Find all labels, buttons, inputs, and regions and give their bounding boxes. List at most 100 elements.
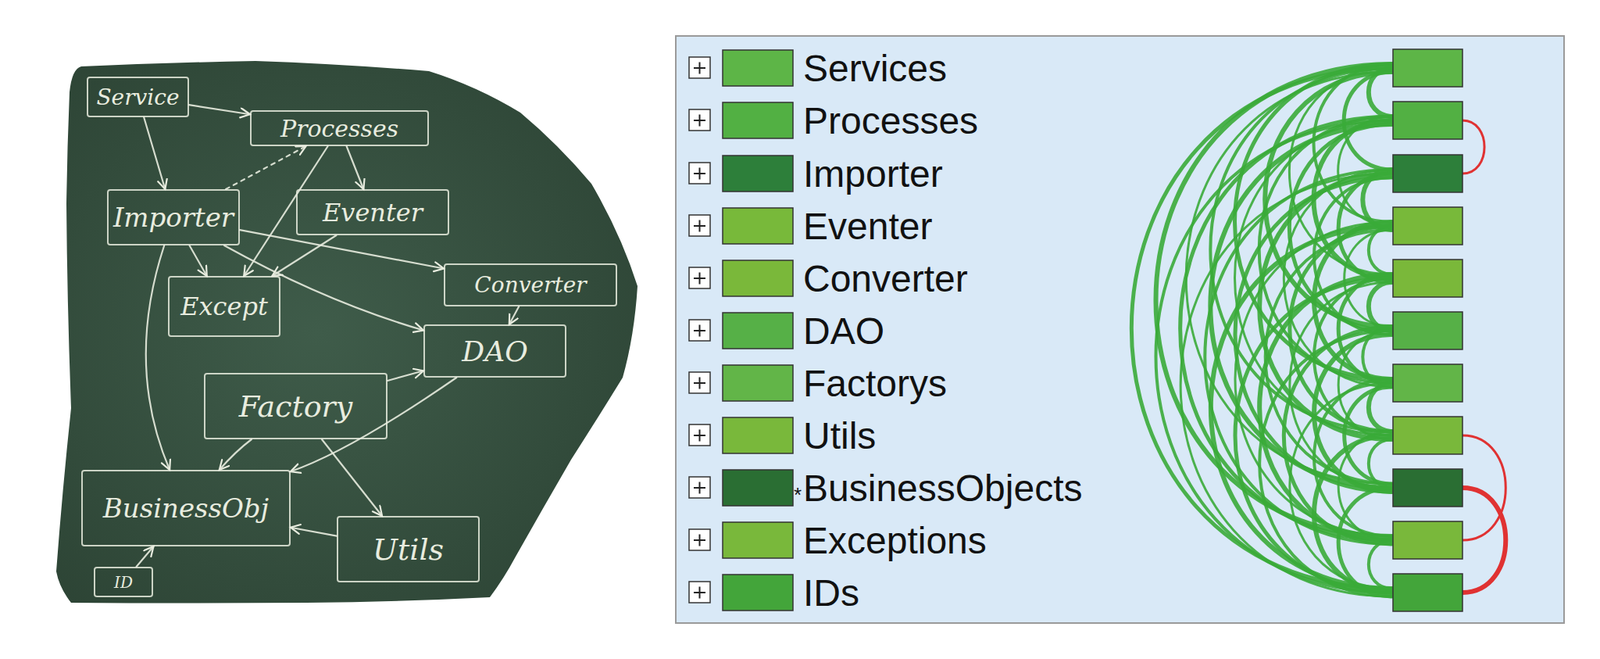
package-swatch [722, 207, 793, 244]
package-name: Utils [803, 414, 876, 458]
chalk-arrow [321, 439, 383, 516]
chalk-arrow [225, 146, 307, 190]
expand-box [689, 319, 711, 341]
arc-node-box [1392, 101, 1463, 140]
dependency-arc [1338, 487, 1393, 597]
chalk-box: BusinessObj [81, 469, 291, 547]
arc-node-box [1392, 416, 1463, 454]
arc-node-box [1392, 573, 1463, 611]
package-name: Eventer [803, 204, 933, 248]
chalk-box: Factory [203, 372, 388, 440]
package-swatch [722, 364, 793, 401]
plus-sign [693, 114, 706, 127]
package-swatch [722, 417, 793, 454]
chalk-arrow [346, 146, 365, 190]
chalk-label: Eventer [322, 197, 423, 228]
package-row: Processes [803, 96, 1163, 144]
dependency-arc [1314, 435, 1393, 593]
expand-box [689, 581, 711, 603]
chalk-box: Except [167, 275, 281, 337]
plus-sign [693, 325, 706, 337]
dependency-arc [1368, 282, 1393, 331]
package-row: DAO [803, 307, 1163, 354]
plus-sign [693, 586, 706, 599]
dependency-arc [1155, 120, 1393, 593]
row-decorations [689, 50, 793, 611]
chalk-box: Importer [107, 189, 240, 246]
chalk-box: Eventer [296, 189, 450, 236]
chalk-box: Processes [250, 110, 429, 147]
plus-sign [693, 377, 706, 390]
expand-box [689, 214, 711, 236]
chalk-label: Converter [474, 271, 586, 298]
dependency-arc [1180, 116, 1393, 540]
chalk-label: Utils [372, 532, 444, 567]
chalk-label: DAO [461, 335, 528, 368]
chalk-arrow [239, 229, 444, 268]
package-row: Services [803, 44, 1163, 92]
chalk-arrow [224, 245, 424, 330]
arc-node-box [1392, 207, 1463, 245]
package-swatch [722, 521, 793, 558]
arc-node-box [1392, 49, 1463, 87]
chalk-box: Utils [336, 515, 480, 583]
dependency-arc [1368, 439, 1393, 488]
chalk-arrow [387, 370, 424, 381]
dependency-arc [1259, 330, 1393, 597]
chalk-box: DAO [423, 324, 567, 378]
chalk-label: Factory [239, 389, 354, 424]
chalk-arrow [136, 546, 154, 567]
dependency-arc [1314, 378, 1393, 536]
package-name: IDs [803, 571, 860, 615]
chalk-box: ID [93, 566, 154, 597]
plus-sign [693, 534, 706, 547]
expand-box [689, 162, 711, 184]
chalk-arrow [509, 306, 519, 325]
dependency-arc [1155, 64, 1393, 536]
arc-node-box [1392, 364, 1463, 402]
chalk-arrow [290, 527, 337, 536]
package-swatch [722, 469, 793, 506]
chalk-arrow [146, 245, 170, 470]
expand-box [689, 371, 711, 393]
package-name: BusinessObjects [803, 466, 1083, 510]
package-name: Importer [803, 152, 943, 196]
package-row: BusinessObjects [803, 464, 1163, 511]
package-swatch [722, 155, 793, 192]
chalk-label: ID [114, 572, 133, 592]
dependency-arcs [1131, 64, 1506, 597]
arc-boxes [1392, 49, 1463, 611]
chalk-label: Service [96, 84, 179, 111]
chalk-box: Service [86, 76, 190, 118]
plus-sign [693, 272, 706, 285]
plus-sign [693, 482, 706, 494]
package-name: Exceptions [803, 518, 987, 562]
chalk-arrow [290, 377, 457, 472]
package-row: Eventer [803, 202, 1163, 250]
arc-node-box [1392, 521, 1463, 559]
package-name: Factorys [803, 361, 947, 405]
dependency-arc [1180, 173, 1393, 597]
dependency-arc [1235, 221, 1393, 536]
chalk-label: Importer [113, 201, 234, 233]
package-swatch [722, 574, 793, 611]
expand-box [689, 109, 711, 131]
package-row: IDs [803, 568, 1163, 616]
chalk-arrow [189, 245, 208, 276]
expand-box [689, 424, 711, 446]
arc-node-box [1392, 154, 1463, 193]
package-name: Processes [803, 99, 979, 143]
chalk-arrow [271, 235, 336, 276]
chalk-arrow [219, 439, 252, 470]
package-panel [675, 35, 1565, 623]
package-row: Factorys [803, 359, 1163, 407]
package-row: Exceptions [803, 516, 1163, 564]
dependency-arc [1235, 278, 1393, 593]
dependency-arc [1259, 173, 1393, 440]
chalk-label: Except [180, 291, 268, 322]
marker-asterisk: * [793, 482, 802, 508]
package-swatch [722, 260, 793, 297]
